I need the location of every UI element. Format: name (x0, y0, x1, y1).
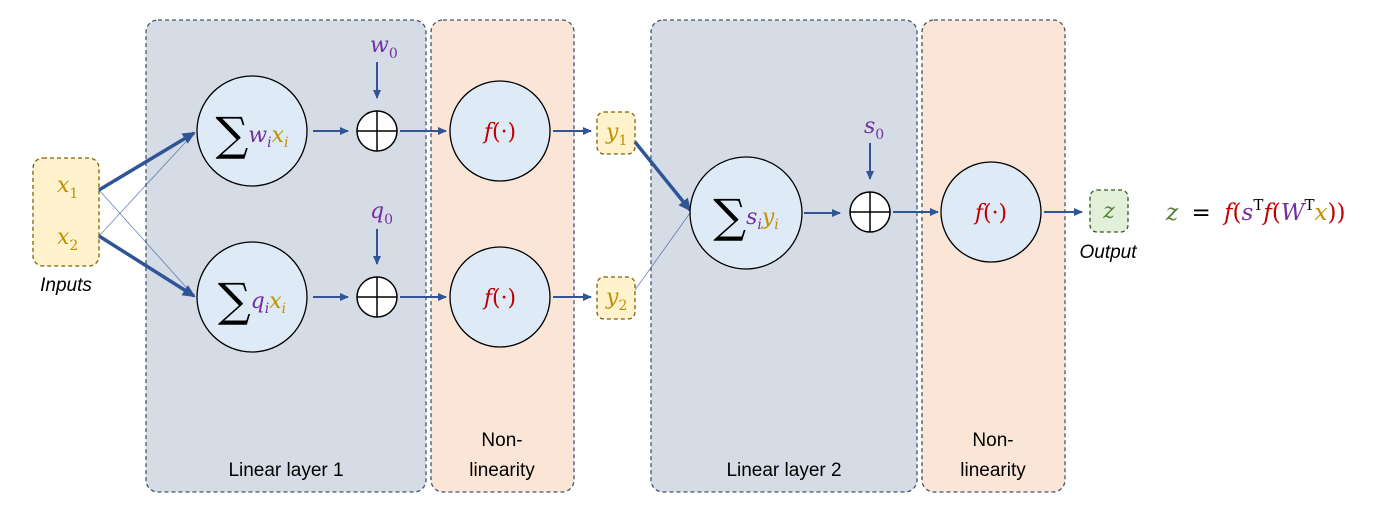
output-z-box (1089, 189, 1129, 233)
linear-layer-1-label: Linear layer 1 (228, 460, 343, 481)
inputs-caption: Inputs (40, 275, 92, 296)
nonlinearity-1-label-line2: linearity (469, 460, 535, 481)
output-formula: z = f(sTf(WTx)) (1165, 196, 1345, 226)
layer2-sum-node (689, 156, 803, 270)
linear-layer-2-panel (650, 19, 918, 493)
linear-layer-2-label: Linear layer 2 (726, 460, 841, 481)
layer2-sum-label: ∑siyi (713, 189, 779, 243)
edge-x2-to-node1 (98, 132, 195, 237)
activation-label-bottom: f(·) (482, 286, 516, 311)
hidden-y1-box (596, 111, 636, 155)
adder-icon-top (356, 110, 398, 152)
layer1-sum-node-bottom (196, 241, 308, 353)
edge-y2-to-node3 (634, 212, 691, 291)
activation-label-output: f(·) (973, 201, 1007, 226)
nonlinearity-2-label-line1: Non- (972, 430, 1013, 451)
edge-y1-to-node3 (633, 140, 692, 212)
input-x2: x2 (57, 225, 78, 254)
output-caption: Output (1079, 242, 1137, 263)
activation-node-bottom (449, 246, 551, 348)
input-x1: x1 (57, 173, 78, 202)
activation-node-output (940, 161, 1042, 263)
inputs-box (32, 157, 100, 267)
hidden-y2-box (596, 276, 636, 320)
hidden-y1: y1 (605, 120, 627, 149)
nonlinearity-2-label-line2: linearity (960, 460, 1026, 481)
nonlinearity-1-label-line1: Non- (481, 430, 522, 451)
layer1-sum-label-bottom: ∑qixi (218, 273, 286, 327)
bias-w0: w0 (370, 33, 398, 62)
activation-label-top: f(·) (482, 120, 516, 145)
output-z: z (1102, 199, 1115, 224)
layer1-sum-node-top (196, 75, 308, 187)
edge-x2-to-node2 (98, 234, 196, 298)
hidden-y2: y2 (605, 285, 627, 314)
adder-icon-layer2 (849, 191, 891, 233)
layer1-sum-label-top: ∑wixi (215, 107, 288, 161)
edge-x1-to-node1 (98, 131, 196, 192)
adder-icon-bottom (356, 276, 398, 318)
edge-x1-to-node2 (98, 189, 195, 297)
bias-s0: s0 (864, 114, 884, 143)
bias-q0: q0 (370, 199, 393, 228)
activation-node-top (449, 80, 551, 182)
